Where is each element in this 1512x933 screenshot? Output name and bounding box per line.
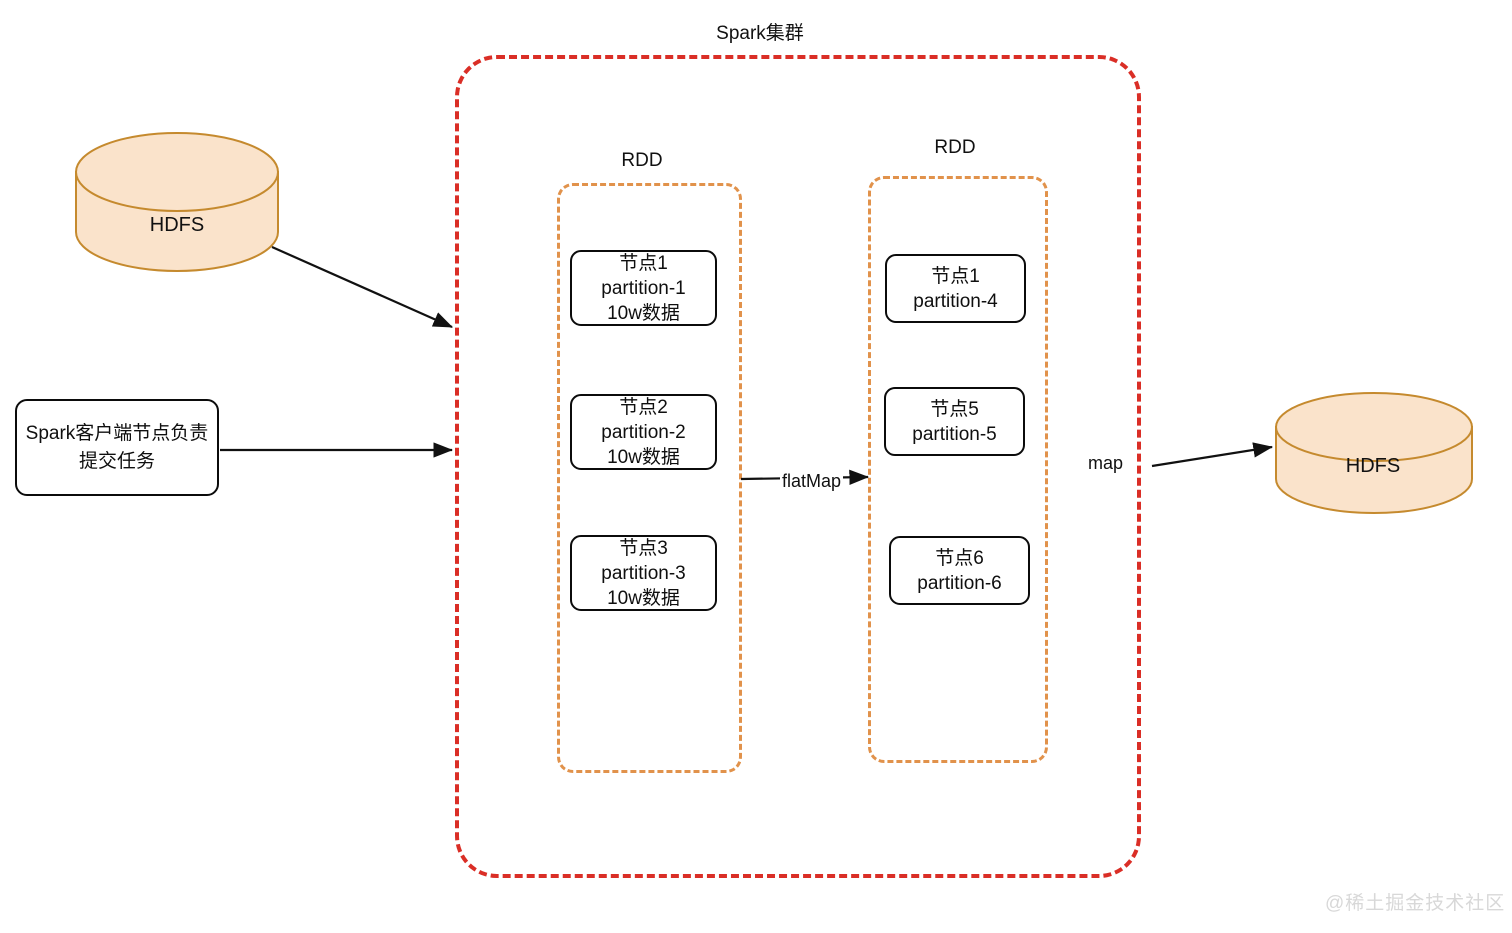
map-label: map [1086, 453, 1126, 474]
rdd-1-node-2[interactable]: 节点2 partition-2 10w数据 [570, 394, 717, 470]
node-line: 10w数据 [607, 446, 680, 468]
node-line: 10w数据 [607, 302, 680, 324]
spark-cluster-boundary [455, 55, 1141, 878]
rdd-2-node-2[interactable]: 节点5 partition-5 [884, 387, 1025, 456]
node-line: partition-3 [601, 562, 686, 584]
node-line: 节点2 [619, 396, 668, 418]
rdd-2-caption: RDD [934, 137, 976, 158]
arrow-map-to-hdfs [1151, 442, 1274, 468]
rdd-2-node-3[interactable]: 节点6 partition-6 [889, 536, 1030, 605]
rdd-1-node-1[interactable]: 节点1 partition-1 10w数据 [570, 250, 717, 326]
rdd-1-caption: RDD [621, 150, 663, 171]
hdfs-source-label: HDFS [149, 214, 205, 236]
rdd-2-node-1[interactable]: 节点1 partition-4 [885, 254, 1026, 323]
rdd-2-box [868, 176, 1048, 763]
node-line: partition-1 [601, 277, 686, 299]
node-line: 节点3 [619, 537, 668, 559]
client-line: 提交任务 [78, 450, 155, 472]
node-line: 节点1 [619, 252, 668, 274]
hdfs-sink-cylinder [1275, 392, 1473, 514]
spark-client-node-box[interactable]: Spark客户端节点负责 提交任务 [15, 399, 219, 496]
client-line: Spark客户端节点负责 [25, 422, 209, 444]
rdd-1-node-3[interactable]: 节点3 partition-3 10w数据 [570, 535, 717, 611]
node-line: partition-4 [913, 290, 998, 312]
node-line: 10w数据 [607, 587, 680, 609]
cluster-title: Spark集群 [716, 23, 804, 44]
watermark: @稀土掘金技术社区 [1325, 893, 1506, 914]
arrow-hdfs-to-cluster [271, 245, 454, 329]
node-line: partition-2 [601, 421, 686, 443]
node-line: 节点1 [931, 265, 980, 287]
node-line: 节点5 [930, 398, 979, 420]
node-line: 节点6 [935, 547, 984, 569]
node-line: partition-6 [917, 572, 1002, 594]
flatmap-label: flatMap [780, 471, 844, 492]
rdd-1-box [557, 183, 742, 773]
node-line: partition-5 [912, 423, 997, 445]
hdfs-sink-label: HDFS [1345, 455, 1401, 477]
hdfs-source-cylinder [75, 132, 279, 272]
